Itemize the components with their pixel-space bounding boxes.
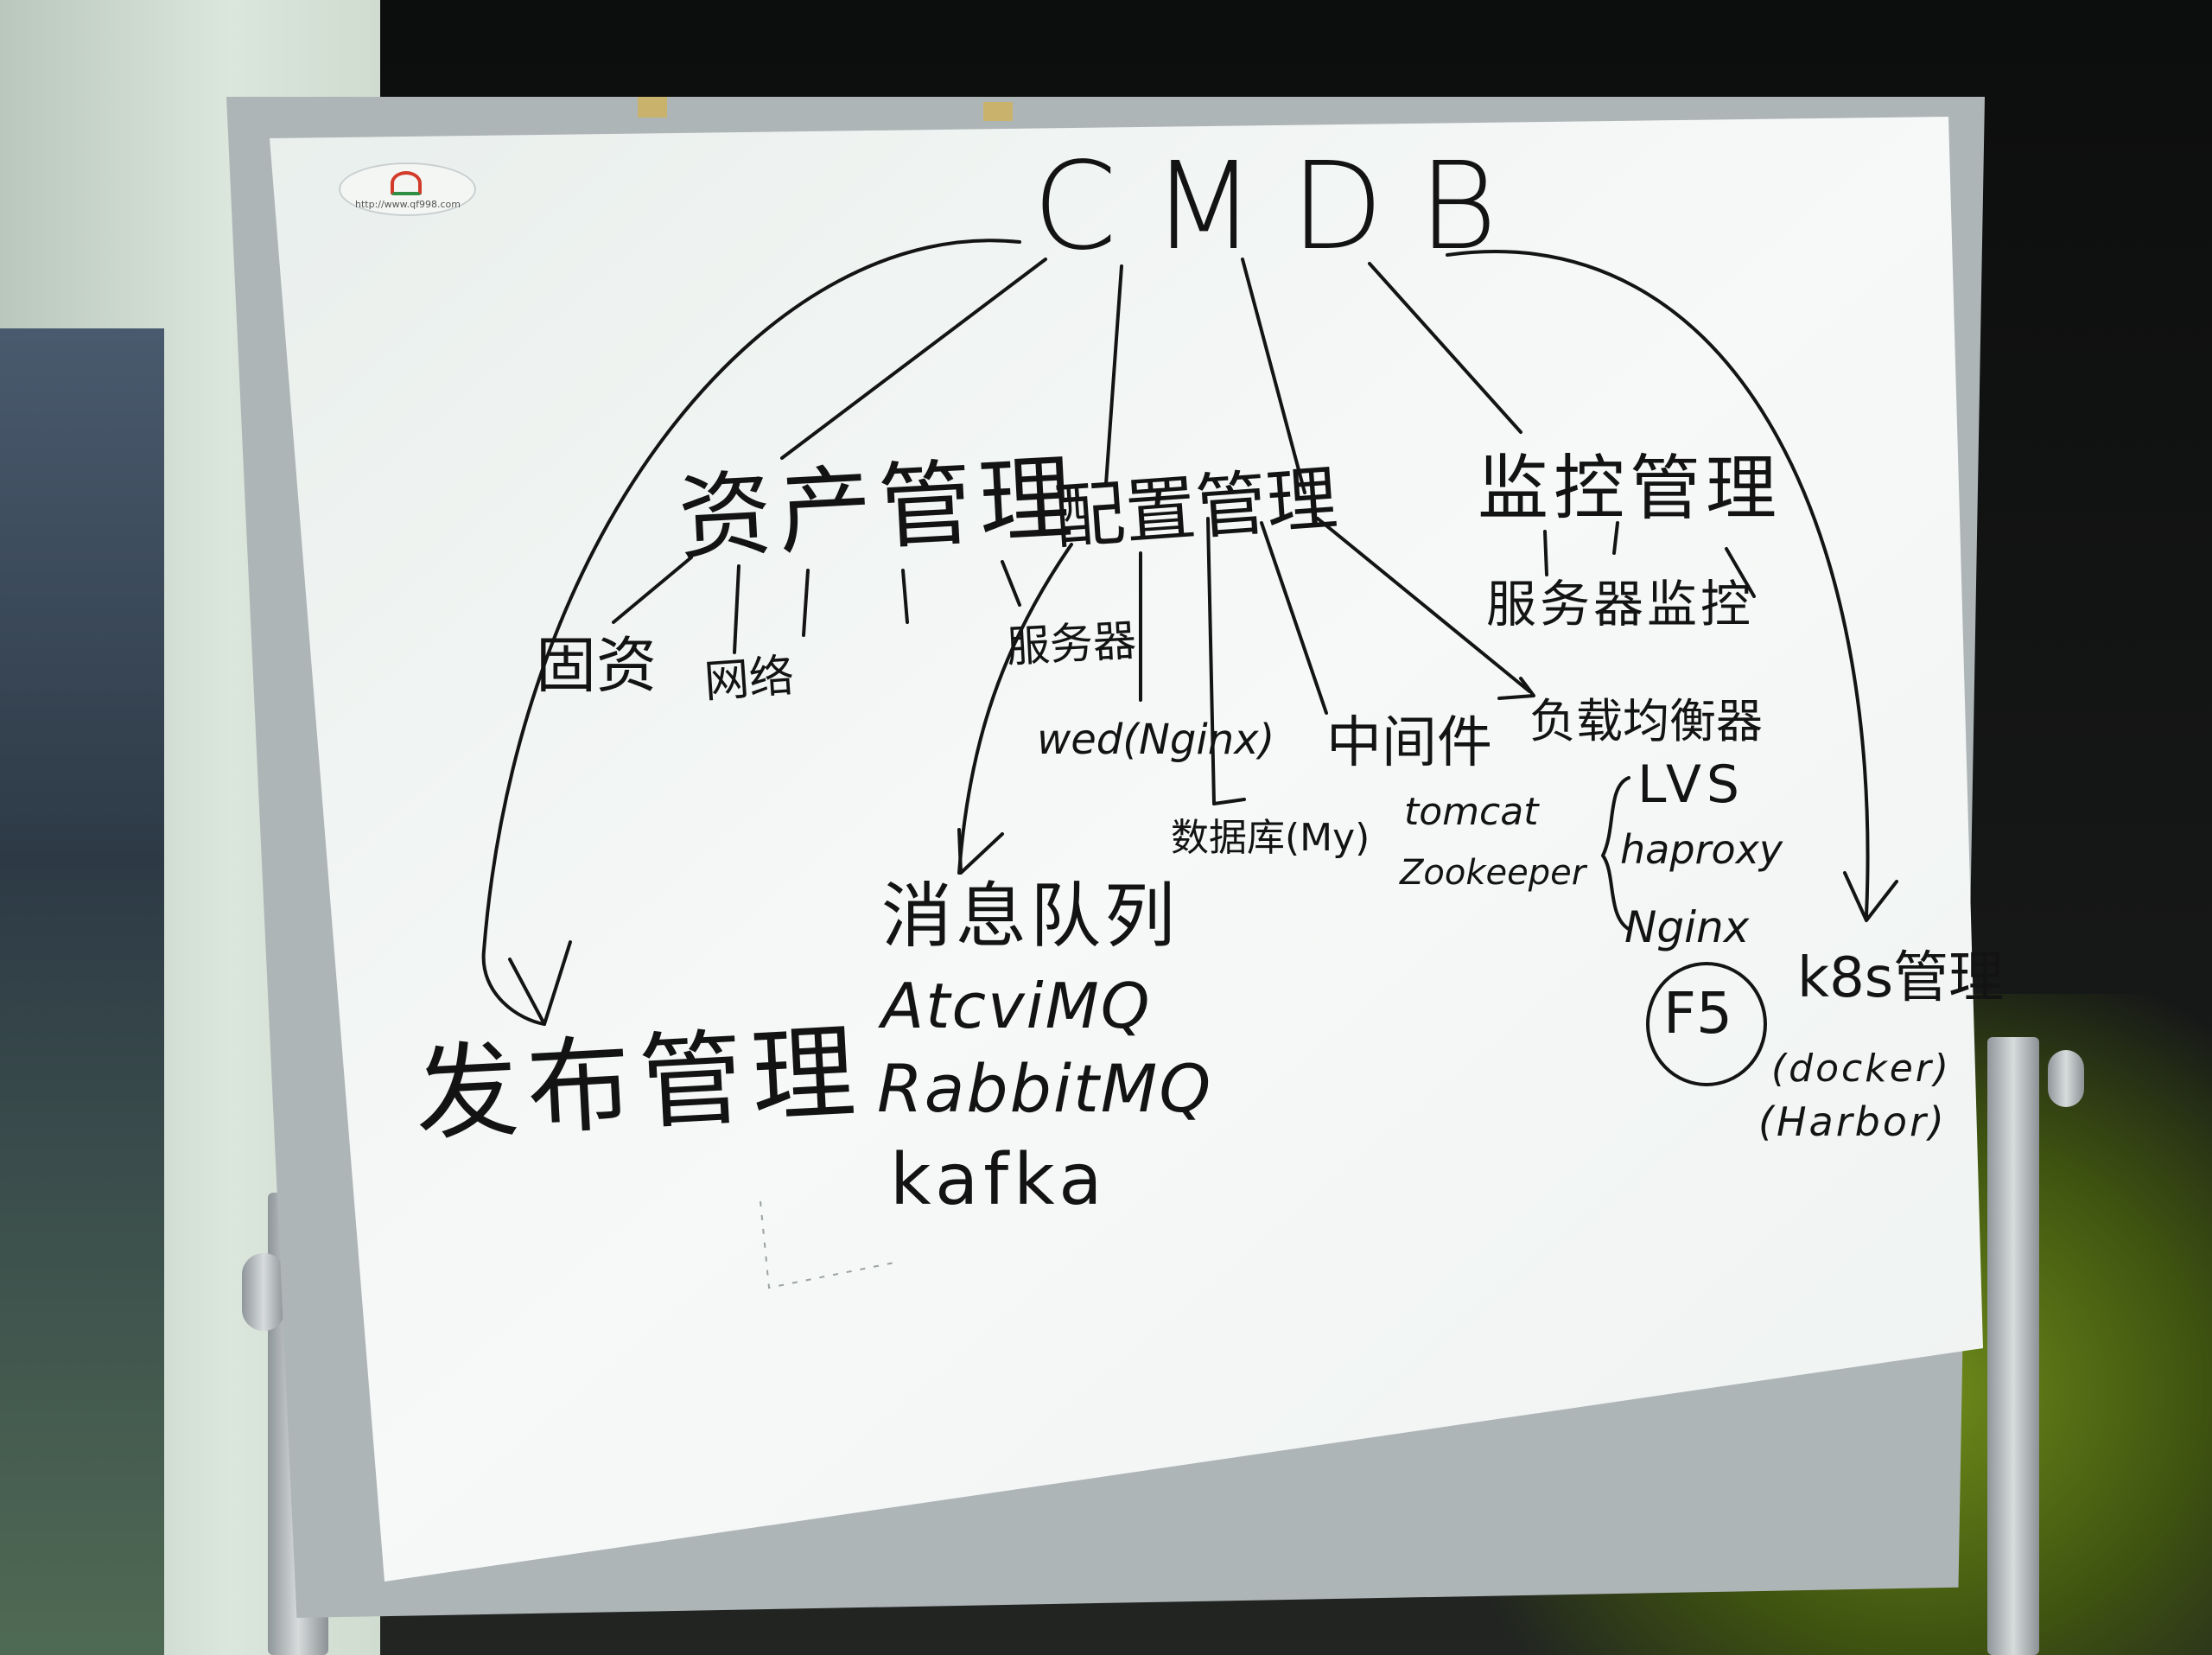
arrowhead-release bbox=[508, 940, 572, 1026]
line-asset-servers bbox=[1001, 560, 1021, 607]
board-clip-right bbox=[983, 102, 1013, 121]
mq-kafka: kafka bbox=[890, 1139, 1108, 1221]
arc-cmdb-k8s bbox=[1446, 250, 1870, 918]
stand-knob-right bbox=[2048, 1050, 2084, 1107]
line-cmdb-middleware bbox=[1241, 258, 1306, 494]
line-config-db bbox=[1206, 517, 1216, 805]
arrowhead-k8s bbox=[1843, 871, 1898, 922]
line-asset-fixed bbox=[612, 556, 693, 624]
branch-message-queue: 消息队列 bbox=[881, 875, 1179, 958]
lb-nginx: Nginx bbox=[1624, 902, 1750, 952]
monitor-sub: 服务器监控 bbox=[1486, 575, 1755, 633]
middleware-zookeeper: Zookeeper bbox=[1400, 853, 1586, 893]
lb-haproxy: haproxy bbox=[1620, 826, 1783, 873]
line-asset-network bbox=[733, 564, 741, 654]
line-config-mq bbox=[957, 543, 1073, 875]
asset-fixed: 固资 bbox=[536, 630, 657, 701]
line-config-lb bbox=[1316, 517, 1531, 693]
line-monitor-sub3 bbox=[1725, 547, 1756, 598]
line-monitor-sub2 bbox=[1612, 521, 1619, 555]
k8s-harbor: (Harbor) bbox=[1758, 1098, 1947, 1145]
arrowhead-mq bbox=[957, 828, 1004, 875]
branch-asset: 资产管理 bbox=[676, 443, 1082, 574]
lb-f5: F5 bbox=[1663, 980, 1732, 1047]
config-database: 数据库(My) bbox=[1171, 816, 1370, 860]
logo-icon bbox=[391, 171, 422, 195]
line-cmdb-asset bbox=[780, 258, 1047, 460]
line-cmdb-config bbox=[1104, 264, 1123, 486]
logo-url: http://www.qf998.com bbox=[354, 199, 461, 210]
config-web: wed(Nginx) bbox=[1037, 716, 1275, 764]
config-load-balancer: 负载均衡器 bbox=[1529, 694, 1763, 748]
asset-server: 服务器 bbox=[1005, 615, 1138, 672]
branch-release: 发布管理 bbox=[411, 1012, 868, 1156]
whiteboard-surface bbox=[270, 117, 1983, 1582]
line-asset-domain bbox=[901, 569, 909, 624]
line-cmdb-monitor bbox=[1368, 262, 1522, 434]
stand-leg-right bbox=[1987, 1037, 2039, 1655]
k8s-docker: (docker) bbox=[1771, 1047, 1952, 1091]
board-clip-left bbox=[638, 97, 667, 118]
arc-cmdb-release bbox=[481, 239, 1021, 1026]
branch-config: 配置管理 bbox=[1052, 457, 1340, 560]
line-config-middleware bbox=[1260, 521, 1328, 715]
title-cmdb: CMDB bbox=[1033, 137, 1533, 277]
line-monitor-sub1 bbox=[1543, 530, 1548, 576]
branch-k8s: k8s管理 bbox=[1797, 946, 2005, 1010]
lb-lvs: LVS bbox=[1637, 754, 1745, 815]
branch-monitor: 监控管理 bbox=[1478, 448, 1783, 530]
faint-erased-mark bbox=[760, 1200, 899, 1289]
mq-activemq: AtcviMQ bbox=[881, 970, 1152, 1042]
line-asset-server bbox=[802, 569, 810, 637]
asset-network: 网络 bbox=[702, 650, 796, 709]
brace-lb-list bbox=[1601, 776, 1630, 931]
arrowhead-db bbox=[1212, 798, 1246, 805]
wall-edge bbox=[0, 328, 164, 1655]
arrowhead-lb bbox=[1497, 677, 1535, 700]
f5-circle bbox=[1646, 962, 1767, 1086]
mq-rabbitmq: RabbitMQ bbox=[877, 1050, 1213, 1127]
config-middleware: 中间件 bbox=[1326, 711, 1492, 775]
middleware-tomcat: tomcat bbox=[1404, 790, 1539, 834]
whiteboard-logo: http://www.qf998.com bbox=[339, 162, 476, 216]
stand-knob-left bbox=[242, 1253, 285, 1331]
